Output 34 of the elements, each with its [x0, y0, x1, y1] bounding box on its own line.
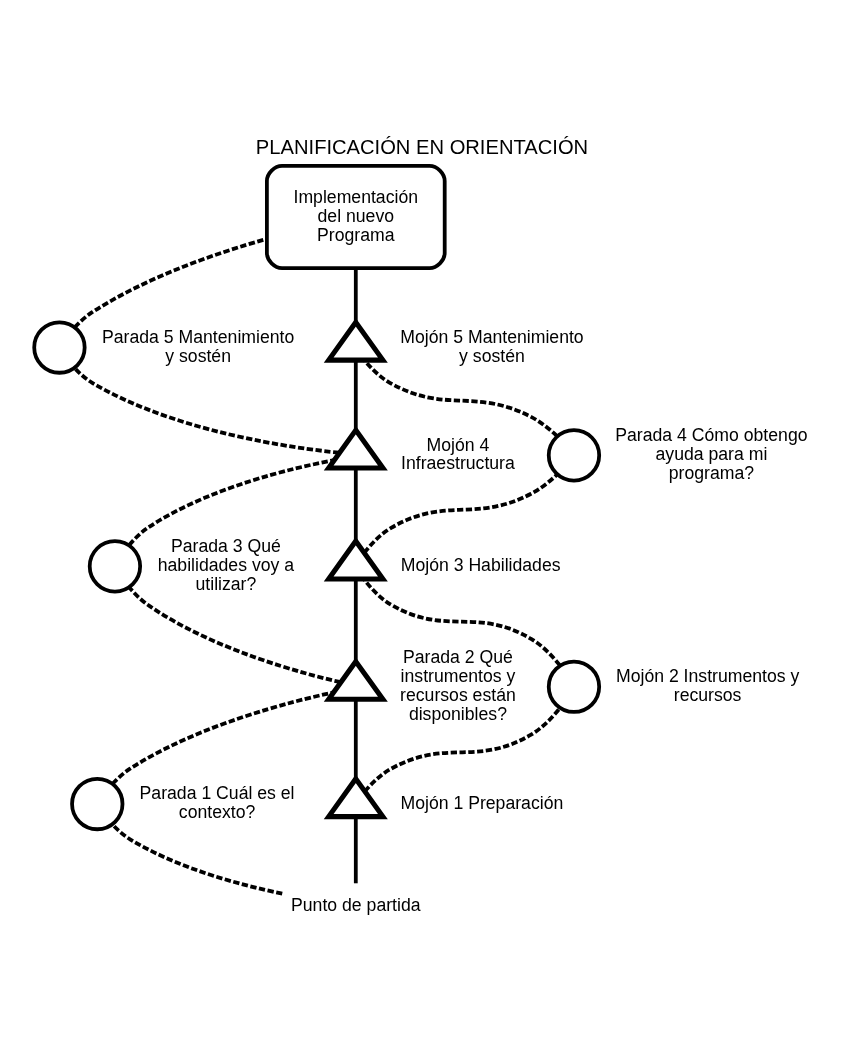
connector — [72, 236, 267, 329]
connector — [353, 359, 358, 430]
node-label: Mojón 5 Mantenimiento y sostén — [399, 326, 584, 366]
connector — [362, 706, 561, 793]
node-label: Mojón 2 Instrumentos y recursos — [615, 665, 799, 705]
connector — [353, 699, 358, 778]
connector — [353, 578, 358, 661]
node-label: Parada 5 Mantenimiento y sostén — [101, 326, 294, 366]
node-circle — [69, 776, 124, 831]
node-box: Implementación del nuevo Programa — [264, 163, 447, 270]
connector — [353, 467, 358, 541]
connector — [362, 472, 558, 554]
node-label: Mojón 4 Infraestructura — [400, 434, 515, 473]
node-circle — [31, 319, 87, 375]
node-label: Mojón 1 Preparación — [400, 792, 563, 813]
connector — [110, 690, 334, 785]
node-label: Parada 2 Qué instrumentos y recursos están disponibles? — [399, 646, 516, 724]
diagram-title: PLANIFICACIÓN EN ORIENTACIÓN — [255, 135, 588, 158]
connector — [110, 822, 283, 895]
node-circle — [87, 538, 142, 593]
node-circle — [546, 427, 601, 482]
node-label: Parada 1 Cuál es el contexto? — [139, 782, 295, 822]
connector — [353, 267, 358, 322]
node-text: Punto de partida — [290, 894, 421, 915]
node-circle — [546, 659, 601, 714]
connector — [353, 816, 358, 883]
node-label: Parada 4 Cómo obtengo ayuda para mi programa? — [614, 424, 808, 483]
connector — [361, 577, 561, 666]
node-label: Parada 3 Qué habilidades voy a utilizar? — [157, 535, 294, 594]
node-label: Mojón 3 Habilidades — [400, 554, 561, 575]
connector — [127, 585, 341, 684]
connector — [362, 358, 558, 437]
connector — [127, 457, 334, 546]
connector — [72, 366, 339, 455]
